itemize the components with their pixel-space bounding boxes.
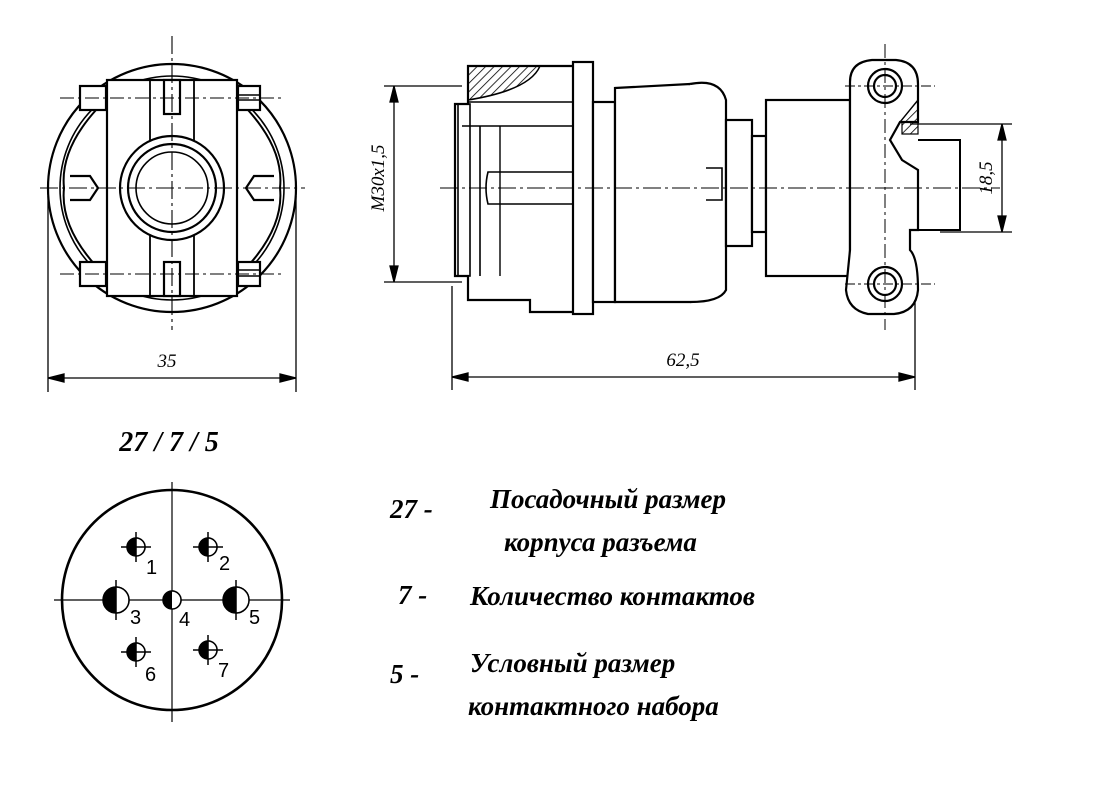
pin-2 — [193, 532, 223, 562]
cable-dimension — [910, 123, 1012, 233]
pins — [102, 532, 250, 667]
pin-7 — [193, 635, 223, 665]
pin-3 — [102, 580, 130, 620]
pin-3-label: 3 — [130, 607, 141, 629]
cable-diameter-label: 18,5 — [976, 161, 997, 194]
front-width-label: 35 — [157, 351, 177, 372]
legend-text-3a: Условный размер — [470, 648, 675, 678]
pin-6-label: 6 — [145, 664, 156, 686]
legend-text-1a: Посадочный размер — [489, 484, 726, 514]
thread-dimension — [384, 85, 462, 283]
pin-4 — [162, 590, 182, 610]
pin-5 — [222, 580, 250, 620]
legend-text-3b: контактного набора — [468, 691, 719, 721]
front-view — [40, 36, 305, 330]
length-label: 62,5 — [666, 350, 699, 371]
pin-4-label: 4 — [179, 609, 190, 631]
thread-label: M30x1,5 — [368, 144, 389, 212]
pin-5-label: 5 — [249, 607, 260, 629]
pin-1-label: 1 — [146, 557, 157, 579]
legend-text-2: Количество контактов — [469, 581, 755, 611]
pin-7-label: 7 — [218, 660, 229, 682]
side-view — [440, 44, 1000, 330]
pin-2-label: 2 — [219, 553, 230, 575]
cable-clamp — [844, 58, 920, 316]
pin-6 — [121, 637, 151, 667]
front-width-dimension — [47, 196, 297, 392]
hatched-section-top — [467, 65, 542, 101]
legend-code-1: 27 - — [389, 494, 433, 524]
legend-code-2: 7 - — [398, 580, 427, 610]
legend: 27 - Посадочный размер корпуса разъема 7… — [389, 484, 755, 721]
length-dimension — [451, 286, 916, 390]
pin-1 — [121, 532, 151, 562]
legend-code-3: 5 - — [390, 659, 419, 689]
legend-text-1b: корпуса разъема — [504, 527, 697, 557]
rear-block — [764, 98, 852, 278]
designation-code: 27 / 7 / 5 — [118, 427, 219, 458]
